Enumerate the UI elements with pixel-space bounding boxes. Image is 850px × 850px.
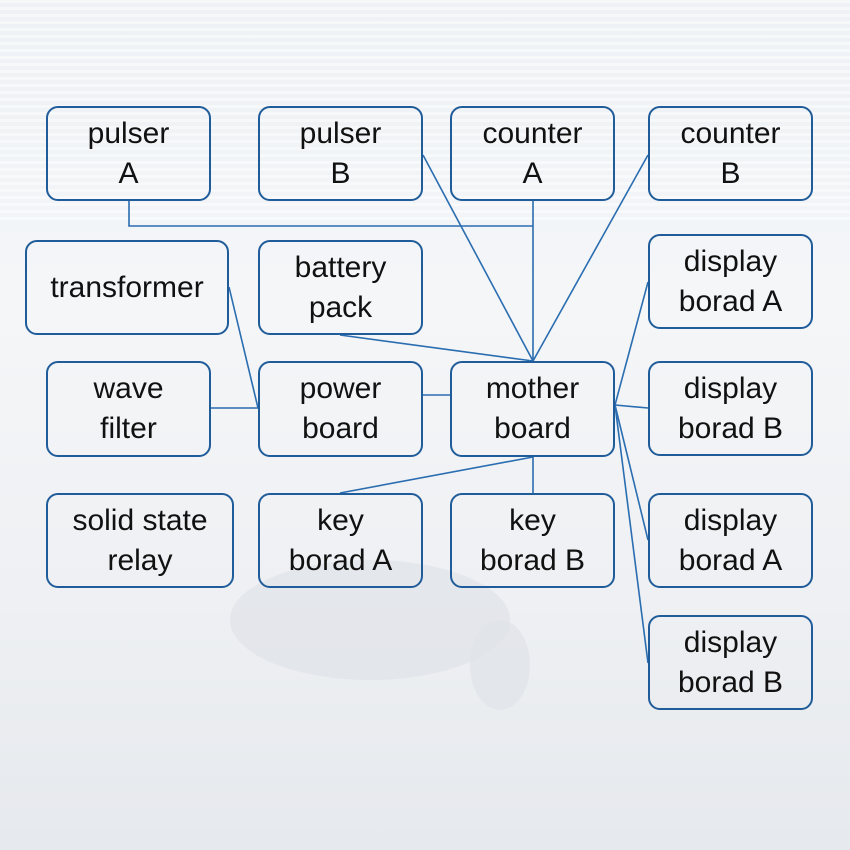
node-battery-pack: battery pack	[258, 240, 423, 335]
node-display-borad-a-1: display borad A	[648, 234, 813, 329]
node-power-board: power board	[258, 361, 423, 457]
node-key-borad-b: key borad B	[450, 493, 615, 588]
node-counter-a: counter A	[450, 106, 615, 201]
link-pulser-b	[422, 154, 534, 362]
node-mother-board: mother board	[450, 361, 615, 457]
link-pulser-a	[128, 201, 533, 227]
node-display-borad-a-2: display borad A	[648, 493, 813, 588]
node-display-borad-b-2: display borad B	[648, 615, 813, 710]
node-wave-filter: wave filter	[46, 361, 211, 457]
link-display-borad-b-1	[614, 404, 649, 409]
link-display-borad-b-2	[614, 404, 649, 664]
node-solid-state-relay: solid state relay	[46, 493, 234, 588]
link-transformer	[228, 286, 259, 409]
background-map-shape	[470, 620, 530, 710]
background-map-shape	[230, 560, 510, 680]
node-pulser-a: pulser A	[46, 106, 211, 201]
node-display-borad-b-1: display borad B	[648, 361, 813, 456]
link-display-borad-a-2	[614, 404, 649, 541]
link-battery-pack	[339, 334, 534, 362]
link-display-borad-a-1	[614, 281, 649, 406]
background-stripes	[0, 0, 850, 220]
node-transformer: transformer	[25, 240, 229, 335]
link-counter-b	[532, 154, 649, 362]
link-key-borad-a	[339, 456, 534, 494]
node-pulser-b: pulser B	[258, 106, 423, 201]
node-key-borad-a: key borad A	[258, 493, 423, 588]
node-counter-b: counter B	[648, 106, 813, 201]
